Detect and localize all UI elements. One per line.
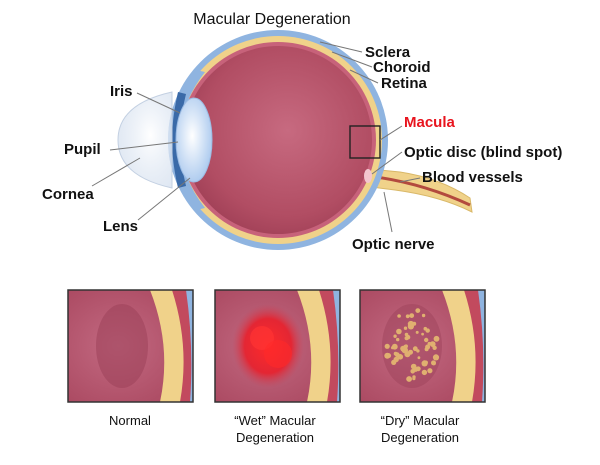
drusen-dot	[407, 320, 414, 328]
drusen-dot	[421, 369, 428, 376]
drusen-dot	[412, 346, 418, 352]
label-choroid: Choroid	[373, 59, 431, 76]
drusen-dot	[393, 334, 397, 338]
diagram-title: Macular Degeneration	[193, 11, 350, 28]
lens-shape	[175, 97, 213, 183]
drusen-dot	[393, 356, 399, 363]
eye-cross-section	[117, 30, 473, 250]
drusen-dot	[404, 332, 409, 337]
drusen-dot	[409, 313, 415, 318]
vitreous-body	[184, 46, 372, 234]
drusen-dot	[425, 344, 431, 350]
drusen-dot	[404, 336, 409, 341]
drusen-dot	[384, 343, 390, 349]
panel-dry	[359, 289, 486, 403]
caption-wet-line1: “Wet” Macular	[234, 413, 316, 428]
drusen-dot	[384, 352, 391, 359]
dry-macula-area	[382, 304, 442, 388]
drusen-dot	[417, 356, 421, 360]
drusen-dot	[403, 326, 408, 330]
label-optic-disc: Optic disc (blind spot)	[404, 144, 562, 161]
label-iris: Iris	[110, 83, 133, 100]
macula-marker-box	[349, 125, 381, 159]
drusen-dot	[416, 349, 420, 353]
drusen-dot	[408, 349, 413, 355]
drusen-dot	[410, 363, 417, 370]
drusen-dot	[412, 377, 416, 381]
label-lens: Lens	[103, 218, 138, 235]
drusen-spots	[384, 308, 440, 382]
label-optic-nerve: Optic nerve	[352, 236, 435, 253]
drusen-dot	[391, 343, 398, 350]
panel-normal	[67, 289, 194, 403]
drusen-dot	[427, 368, 433, 374]
drusen-dot	[432, 354, 440, 361]
drusen-dot	[403, 344, 408, 349]
drusen-dot	[433, 335, 440, 342]
label-macula: Macula	[404, 114, 456, 131]
drusen-dot	[421, 332, 424, 336]
label-cornea: Cornea	[42, 186, 94, 203]
drusen-dot	[424, 337, 429, 343]
drusen-dot	[397, 314, 401, 318]
drusen-dot	[425, 328, 430, 333]
label-retina: Retina	[381, 75, 428, 92]
optic-disc-spot	[364, 169, 372, 183]
drusen-dot	[406, 376, 412, 382]
caption-dry-line2: Degeneration	[381, 430, 459, 445]
drusen-dot	[415, 330, 419, 334]
label-blood-vessels: Blood vessels	[422, 169, 523, 186]
caption-normal: Normal	[109, 413, 151, 428]
cornea-shape	[117, 91, 173, 189]
normal-macula-spot	[96, 304, 148, 388]
drusen-dot	[415, 308, 421, 313]
caption-wet-line2: Degeneration	[236, 430, 314, 445]
drusen-dot	[429, 341, 436, 347]
drusen-dot	[394, 352, 400, 358]
drusen-dot	[423, 360, 428, 365]
drusen-dot	[432, 361, 436, 366]
leader-lines	[91, 41, 421, 233]
drusen-dot	[396, 328, 402, 335]
drusen-dot	[421, 313, 426, 318]
panel-wet	[214, 289, 341, 403]
label-sclera: Sclera	[365, 44, 411, 61]
drusen-dot	[396, 337, 400, 342]
label-pupil: Pupil	[64, 141, 101, 158]
drusen-dot	[405, 314, 410, 319]
caption-dry-line1: “Dry” Macular	[381, 413, 460, 428]
